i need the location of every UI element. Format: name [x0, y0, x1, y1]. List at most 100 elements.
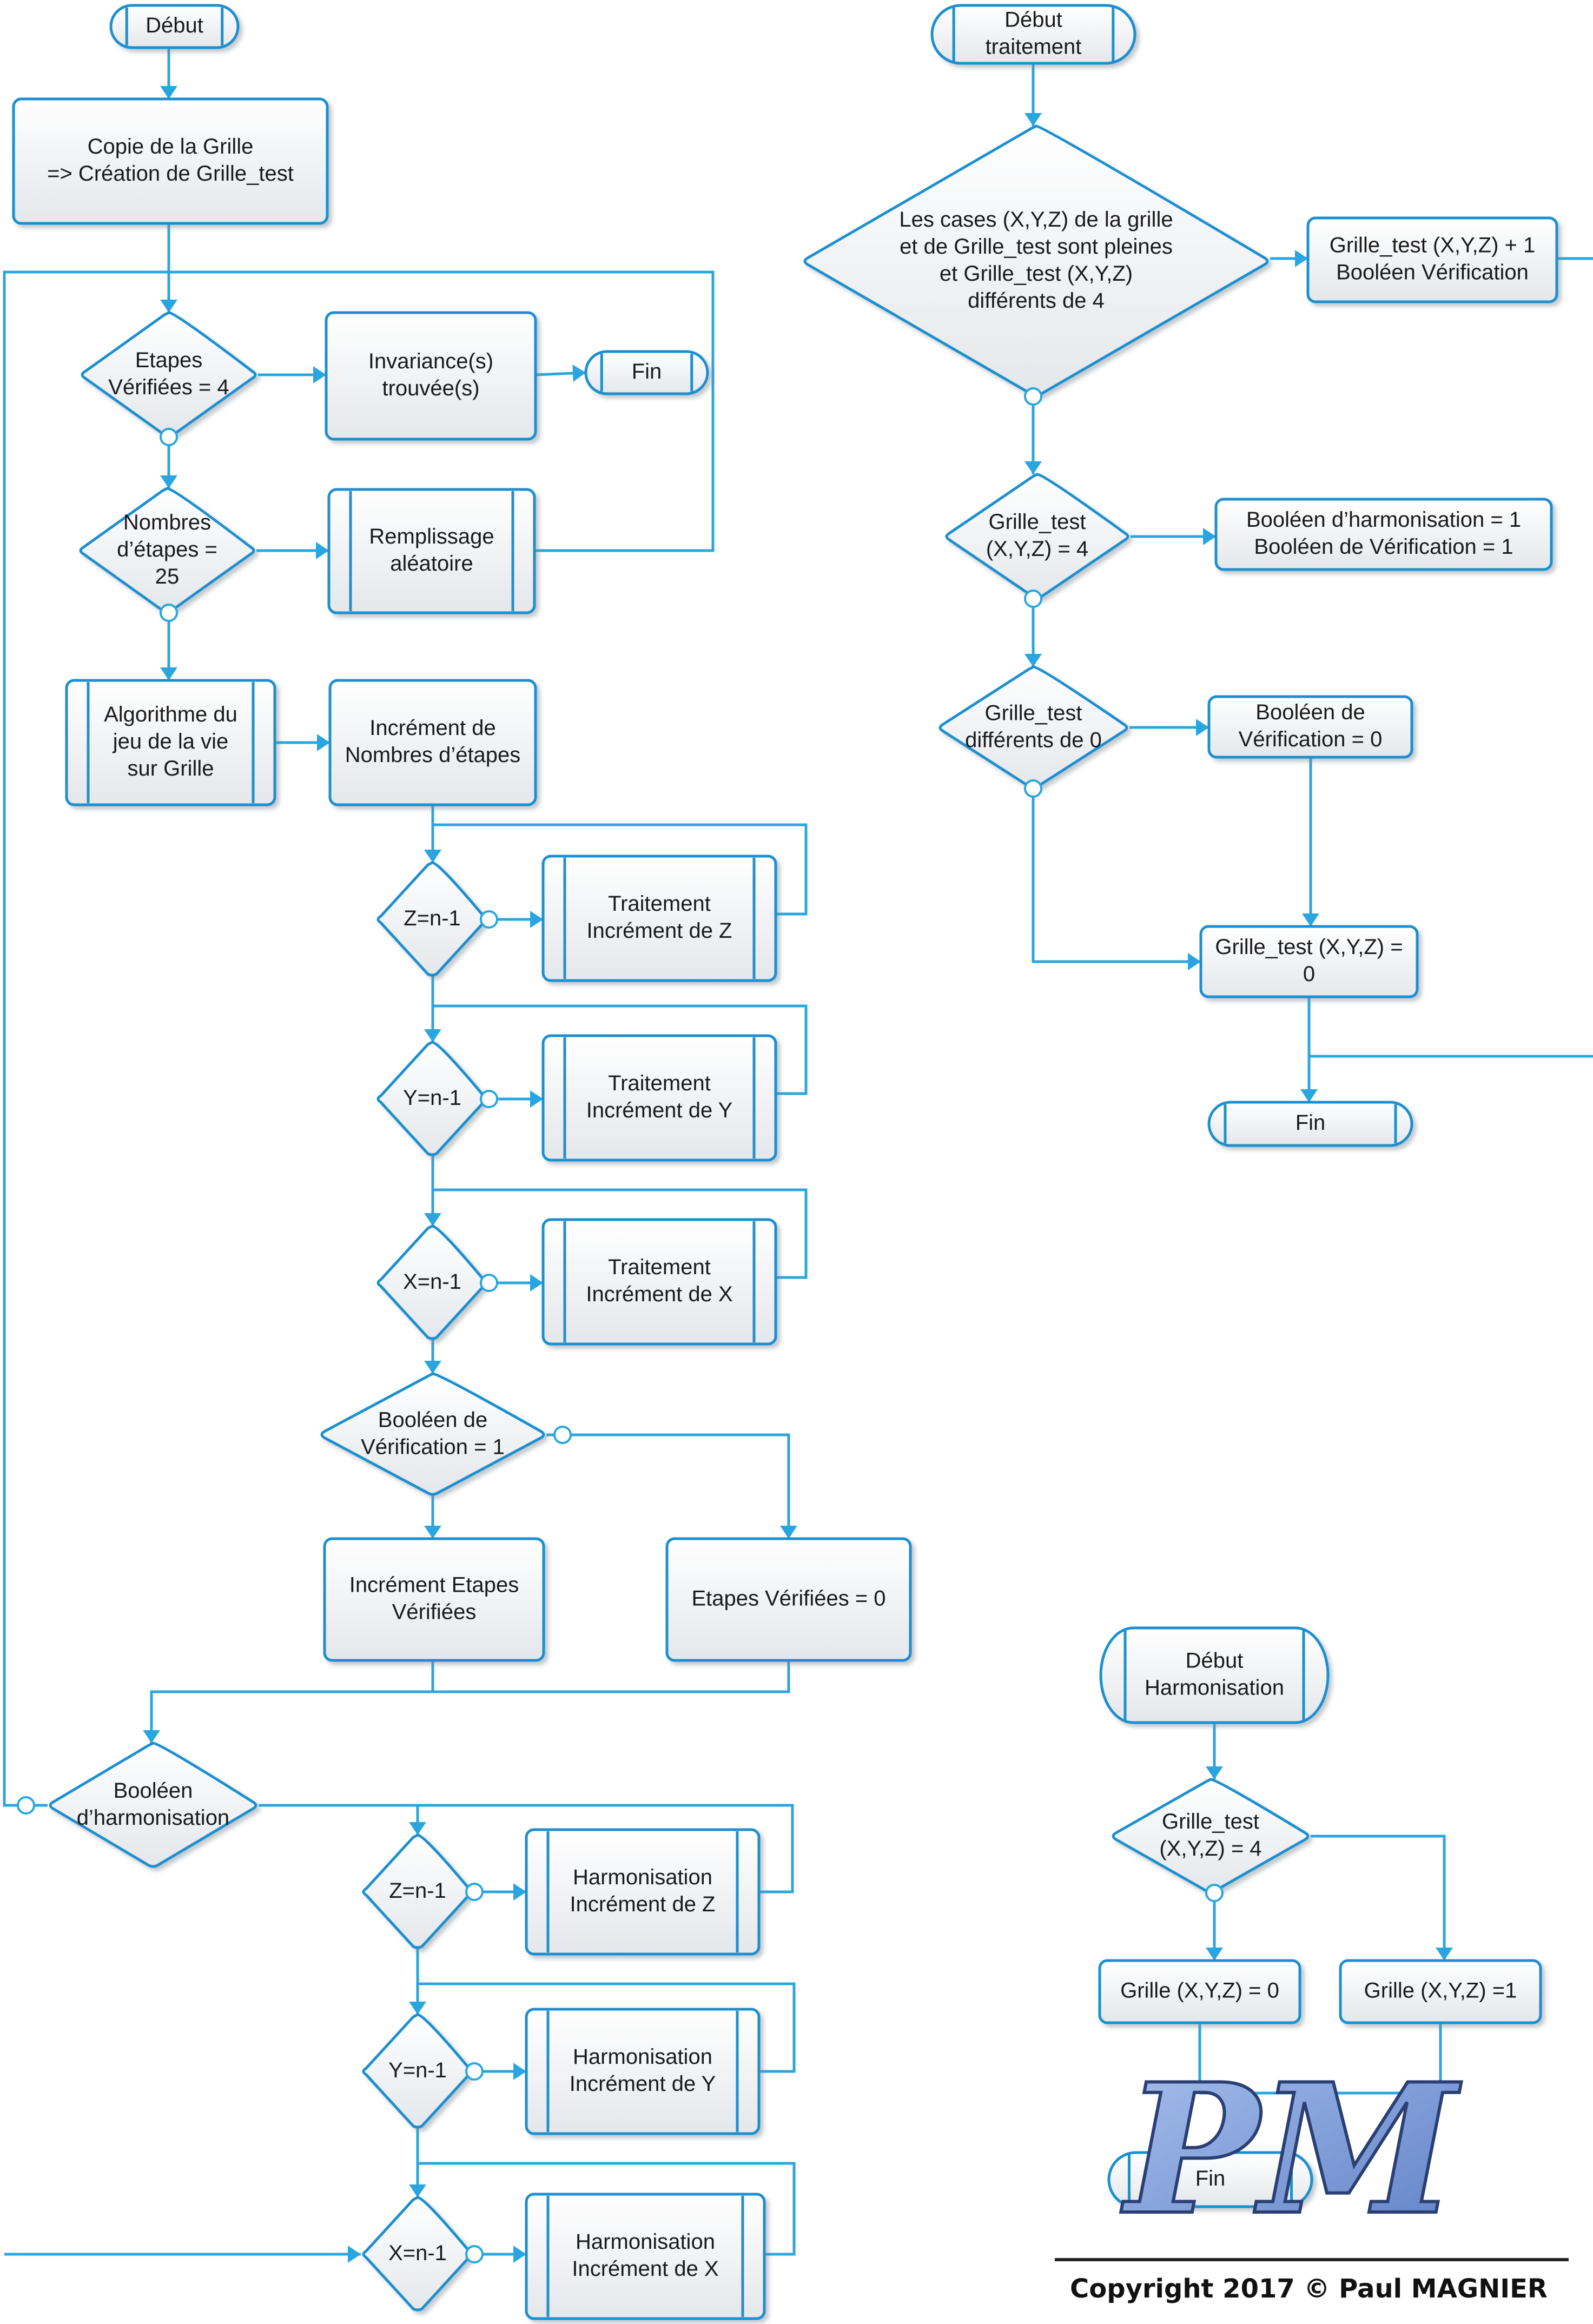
node-y1: Y=n-1 [376, 1041, 488, 1156]
node-shape [930, 4, 1136, 65]
arrowhead [530, 1274, 543, 1292]
arrowhead [409, 2002, 426, 2015]
node-label: Grille_test (X,Y,Z) + 1 [1330, 234, 1536, 257]
connector [546, 1433, 790, 1539]
junction-dots [17, 387, 1224, 2263]
connector [1311, 1835, 1446, 1961]
connector [418, 2162, 796, 2256]
junction-dot [1024, 590, 1042, 608]
junction-dot [465, 1883, 484, 1901]
node-label: Algorithme du [104, 703, 237, 726]
node-shape [541, 855, 777, 982]
pm-logo-letters: PM [1120, 2044, 1463, 2254]
node-label: Incrément de Y [586, 1098, 733, 1122]
connector [418, 1804, 794, 1893]
arrowhead [160, 300, 177, 313]
node-label: Vérifiées = 4 [108, 375, 229, 399]
node-z1: Z=n-1 [376, 861, 488, 977]
node-shape [525, 2008, 761, 2135]
node-shape [325, 311, 537, 441]
arrowhead [513, 2246, 526, 2263]
node-label: Harmonisation [576, 2230, 715, 2254]
node-shape [65, 679, 276, 806]
node-shape [362, 1833, 473, 1949]
arrowhead [409, 1822, 426, 1835]
node-shape [938, 665, 1128, 789]
node-shape [328, 679, 537, 806]
node-debut_trait: Début traitement [930, 4, 1136, 65]
node-label: Grille_test (X,Y,Z) = [1215, 935, 1403, 959]
node-label: Fin [1195, 2167, 1226, 2190]
node-shape [1214, 498, 1553, 571]
connector [433, 1660, 790, 1693]
node-label: Harmonisation [573, 1865, 712, 1889]
node-label: traitement [986, 35, 1082, 59]
node-shape [525, 2193, 766, 2320]
node-label: Copie de la Grille [88, 135, 254, 158]
node-shape [1107, 2151, 1313, 2208]
node-label: Booléen [114, 1779, 193, 1803]
node-label: Y=n-1 [403, 1086, 461, 1110]
node-label: et Grille_test (X,Y,Z) [940, 262, 1133, 286]
node-shape [945, 473, 1129, 599]
connector [418, 1982, 796, 2073]
node-shape [362, 2013, 473, 2129]
arrowhead [513, 1883, 526, 1901]
node-label: Nombres [123, 511, 211, 534]
node-g1: Grille (X,Y,Z) =1 [1339, 1959, 1542, 2024]
node-label: Traitement [608, 1071, 711, 1095]
node-label: Booléen de Vérification = 1 [1254, 535, 1513, 559]
node-shape [541, 1218, 777, 1346]
connector [433, 823, 808, 916]
node-label: Etapes Vérifiées = 0 [691, 1587, 885, 1611]
arrowhead [424, 850, 441, 863]
node-shape [323, 1537, 545, 1662]
arrowhead [348, 2246, 361, 2263]
arrowhead [409, 2184, 426, 2197]
node-label: aléatoire [390, 552, 473, 575]
node-label: différents de 4 [968, 289, 1105, 313]
node-shape [12, 97, 329, 225]
node-label: Incrément de Z [570, 1892, 715, 1916]
node-label: Harmonisation [573, 2045, 712, 2069]
node-gt_eq4: Grille_test(X,Y,Z) = 4 [945, 473, 1129, 599]
node-label: Fin [632, 360, 662, 383]
node-label: Z=n-1 [389, 1879, 446, 1903]
junction-dot [160, 428, 178, 446]
node-y2: Y=n-1 [362, 2013, 473, 2129]
node-label: Nombres d’étapes [345, 743, 521, 767]
node-shape [362, 2196, 473, 2312]
node-shape [1098, 1959, 1301, 2024]
node-label: Traitement [608, 1255, 711, 1279]
connector [3, 270, 169, 1807]
arrowhead [1024, 113, 1042, 126]
connector [169, 270, 715, 552]
node-label: différents de 0 [965, 729, 1102, 752]
arrowhead [316, 542, 329, 559]
node-label: Booléen d’harmonisation = 1 [1246, 508, 1521, 532]
node-shape [49, 1742, 257, 1868]
node-shape [525, 1828, 761, 1956]
node-shape [1306, 216, 1558, 303]
node-x1: X=n-1 [376, 1224, 488, 1340]
node-gt_eq0: Grille_test (X,Y,Z) =0 [1199, 925, 1419, 998]
node-label: Début [1004, 8, 1062, 32]
arrowhead [1206, 1766, 1223, 1779]
node-label: Vérifiées [392, 1600, 477, 1624]
node-label: Fin [1295, 1111, 1326, 1135]
node-shape [376, 861, 488, 977]
node-label: Incrément de Z [586, 919, 732, 943]
